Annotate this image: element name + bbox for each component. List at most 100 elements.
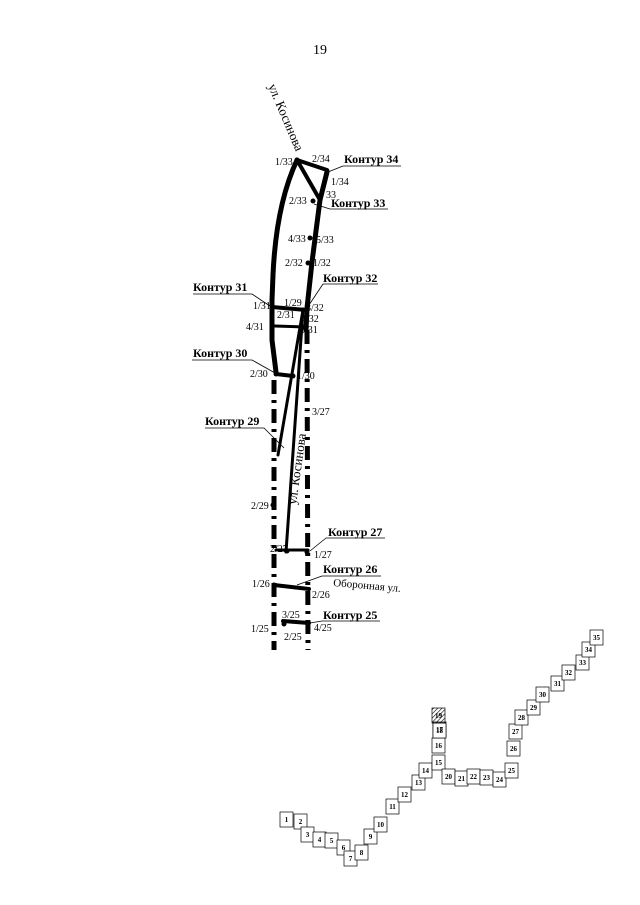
contour-26-label: Контур 26 — [323, 562, 377, 576]
crossbar-25 — [281, 619, 311, 625]
crossbar-31 — [270, 305, 308, 312]
point-label: 1/32 — [313, 258, 331, 269]
index-sheet-cell — [418, 762, 433, 779]
index-sheet-label: 8 — [360, 849, 364, 857]
point-label: 3/32 — [306, 303, 324, 314]
point-label: 2/30 — [250, 369, 268, 380]
street-kosinova-top: ул. Косинова — [265, 81, 307, 153]
index-sheet-label: 18 — [436, 727, 444, 735]
index-sheet-cell — [373, 816, 388, 833]
index-sheet-label: 5 — [330, 837, 334, 845]
index-sheet-label: 27 — [512, 728, 520, 736]
index-sheet-cell — [293, 813, 308, 830]
index-sheet-cell — [397, 786, 412, 803]
index-sheet-label: 1 — [285, 816, 289, 824]
page-number: 19 — [313, 43, 327, 58]
point-label: 1/25 — [251, 624, 269, 635]
index-sheet-cell — [514, 709, 529, 726]
index-sheet-label: 30 — [539, 691, 547, 699]
index-sheet-label: 19 — [435, 712, 443, 720]
index-sheet-label: 9 — [369, 833, 373, 841]
index-sheet-label: 26 — [510, 745, 518, 753]
index-sheet-cell — [385, 798, 400, 815]
point-label: 1/27 — [314, 550, 332, 561]
contour-29-label: Контур 29 — [205, 414, 259, 428]
index-sheet-label: 22 — [470, 773, 478, 781]
point-label: 2/31 — [277, 310, 295, 321]
index-sheet-cell — [492, 771, 507, 788]
point-label: 2/32 — [285, 258, 303, 269]
index-sheet-label: 17 — [436, 726, 444, 734]
index-sheet-cell — [363, 828, 378, 845]
point-label: 3/31 — [300, 325, 318, 336]
point-label: 2/25 — [284, 632, 302, 643]
index-sheet-label: 10 — [377, 821, 385, 829]
index-sheet-label: 2 — [299, 818, 303, 826]
left-boundary-line — [269, 157, 300, 375]
index-sheet-label: 32 — [565, 669, 573, 677]
kosinova-street-axis — [276, 308, 305, 554]
point-label: 4/25 — [314, 623, 332, 634]
index-sheet-cell — [411, 774, 426, 791]
index-sheet-label: 34 — [585, 646, 593, 654]
contour-25-label: Контур 25 — [323, 608, 377, 622]
point-label: 1/26 — [252, 579, 270, 590]
point-label: 1/33 — [275, 157, 293, 168]
point-label: 5/33 — [316, 235, 334, 246]
point-labels: 1/33 2/34 1/34 33 2/33 4/33 5/33 2/32 1/… — [246, 154, 349, 643]
index-sheet-cell — [431, 754, 446, 771]
index-sheet-label: 20 — [445, 773, 453, 781]
index-sheet-label: 6 — [342, 844, 346, 852]
index-sheet-label: 4 — [318, 836, 322, 844]
index-sheet-cell — [279, 811, 294, 828]
street-oboronnaya: Оборонная ул. — [333, 577, 402, 595]
index-sheet-label: 7 — [349, 855, 353, 863]
contour-outlines — [269, 157, 330, 625]
point-label: 4/31 — [246, 322, 264, 333]
point-label: 2/27 — [270, 544, 288, 555]
point-label: 3/27 — [312, 407, 330, 418]
index-sheet-label: 35 — [593, 634, 601, 642]
index-sheet-label: 12 — [401, 791, 409, 799]
index-sheet-label: 31 — [554, 680, 562, 688]
index-sheet-label: 11 — [389, 803, 396, 811]
leader-lines — [192, 165, 401, 624]
vertex-points — [269, 157, 330, 627]
index-sheet-label: 13 — [415, 779, 423, 787]
index-sheet-cell — [354, 844, 369, 861]
index-sheet-cell — [535, 686, 550, 703]
index-sheet-label: 15 — [435, 759, 443, 767]
index-sheet-label: 3 — [306, 831, 310, 839]
point-label: 1/34 — [331, 177, 349, 188]
crossbar-26 — [272, 583, 311, 591]
index-sheet-cell — [431, 707, 446, 724]
index-sheet-label: 28 — [518, 714, 526, 722]
index-sheet-cell — [504, 762, 519, 779]
contour-27-label: Контур 27 — [328, 525, 382, 539]
contour-32-label: Контур 32 — [323, 271, 377, 285]
index-sheet-cell — [561, 664, 576, 681]
contour-34-outline — [295, 158, 329, 202]
point-label: 2/33 — [289, 196, 307, 207]
contour-30-label: Контур 30 — [193, 346, 247, 360]
index-sheet-cell — [550, 675, 565, 692]
index-sheet-label: 23 — [483, 774, 491, 782]
point-label: 1/30 — [297, 371, 315, 382]
point-label: 4/32 — [301, 314, 319, 325]
point-label: 2/34 — [312, 154, 330, 165]
point-label: 1/31 — [253, 301, 271, 312]
point-label: 33 — [326, 190, 336, 201]
index-sheet-cell — [526, 699, 541, 716]
index-sheet-label: 24 — [496, 776, 504, 784]
index-sheet-label: 16 — [435, 742, 443, 750]
point-label: 3/25 — [282, 610, 300, 621]
index-sheet-label: 21 — [458, 775, 466, 783]
point-label: 4/33 — [288, 234, 306, 245]
contour-34-label: Контур 34 — [344, 152, 398, 166]
point-label: 1/29 — [284, 298, 302, 309]
contour-33-label: Контур 33 — [331, 196, 385, 210]
index-sheet-label: 25 — [508, 767, 516, 775]
